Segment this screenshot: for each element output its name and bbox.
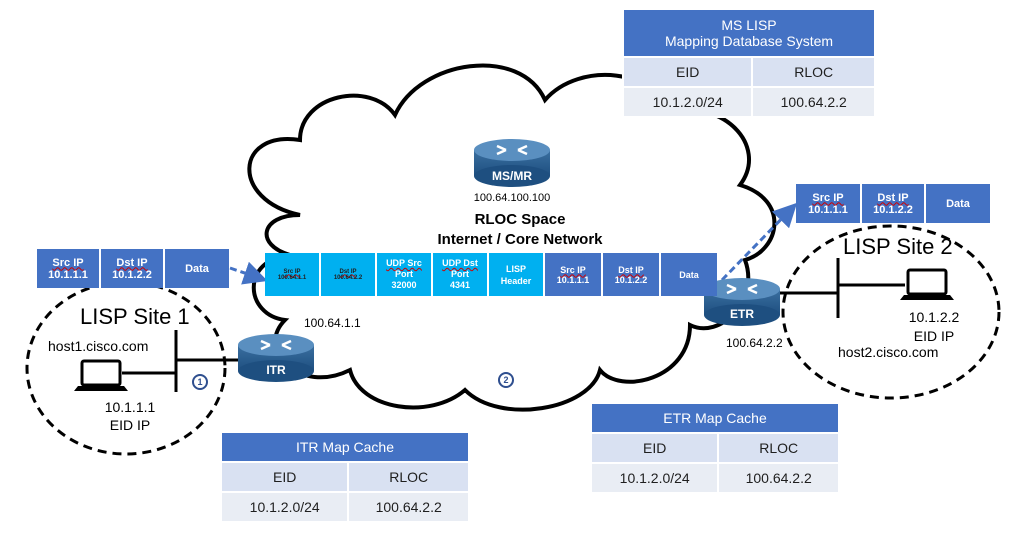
udp-src-label: UDP Src: [386, 258, 422, 268]
ms-table-rloc: 100.64.2.2: [753, 88, 874, 116]
lisp-site-2-boundary: [781, 224, 1001, 400]
ms-table-eid: 10.1.2.0/24: [624, 88, 752, 116]
outer-src-ip: Src IP 100.64.1.1: [265, 253, 321, 296]
packet-original: Src IP 10.1.1.1 Dst IP 10.1.2.2 Data: [37, 249, 229, 288]
packet-data: Data: [926, 184, 990, 223]
packet-src-ip: Src IP 10.1.1.1: [37, 249, 101, 288]
step-1-marker: 1: [192, 374, 208, 390]
step-2-marker: 2: [498, 372, 514, 388]
site1-ip: 10.1.1.1: [104, 399, 156, 415]
udp-dst-port: UDP Dst Port 4341: [433, 253, 489, 296]
packet-src-ip: Src IP 10.1.1.1: [796, 184, 862, 223]
cloud-title: RLOC Space: [474, 211, 566, 228]
packet-decapsulated: Src IP 10.1.1.1 Dst IP 10.1.2.2 Data: [796, 184, 990, 223]
etr-map-cache-table: ETR Map Cache EID RLOC 10.1.2.0/24 100.6…: [590, 402, 840, 494]
itr-router-label: ITR: [266, 363, 286, 377]
itr-router-ip: 100.64.1.1: [304, 316, 361, 330]
packet-src-label: Src IP: [812, 191, 844, 204]
cloud-subtitle: Internet / Core Network: [437, 231, 603, 248]
lisp-header: LISP Header: [489, 253, 545, 296]
packet-dst-value: 10.1.2.2: [112, 268, 152, 281]
lisp-header-label-2: Header: [500, 275, 532, 286]
itr-table-rloc: 100.64.2.2: [349, 493, 468, 521]
laptop-icon: [74, 359, 128, 391]
packet-data: Data: [165, 249, 229, 288]
ms-mapping-table: MS LISP Mapping Database System EID RLOC…: [622, 8, 876, 118]
inner-src-label: Src IP: [560, 264, 586, 275]
packet-dst-label: Dst IP: [116, 256, 148, 269]
inner-src-ip: Src IP 10.1.1.1: [545, 253, 603, 296]
etr-router-label: ETR: [730, 307, 754, 321]
packet-src-value: 10.1.1.1: [808, 203, 848, 216]
packet-encapsulated: Src IP 100.64.1.1 Dst IP 100.64.2.2 UDP …: [265, 253, 717, 296]
itr-table-col-eid: EID: [222, 463, 348, 491]
packet-src-value: 10.1.1.1: [48, 268, 88, 281]
udp-dst-label-2: Port: [451, 269, 469, 279]
site2-title: LISP Site 2: [843, 234, 953, 259]
packet-dst-value: 10.1.2.2: [873, 203, 913, 216]
ms-table-col-eid: EID: [624, 58, 752, 86]
etr-table-eid: 10.1.2.0/24: [592, 464, 718, 492]
etr-table-col-rloc: RLOC: [719, 434, 838, 462]
encap-data: Data: [661, 253, 717, 296]
router-icon: [474, 139, 550, 187]
udp-src-label-2: Port: [395, 269, 413, 279]
itr-table-col-rloc: RLOC: [349, 463, 468, 491]
inner-src-value: 10.1.1.1: [556, 274, 590, 285]
msmr-router-label: MS/MR: [492, 169, 532, 183]
udp-dst-label: UDP Dst: [442, 258, 478, 268]
etr-table-rloc: 100.64.2.2: [719, 464, 838, 492]
site2-ip: 10.1.2.2: [908, 309, 960, 325]
ms-table-title-line2: Mapping Database System: [664, 33, 834, 49]
lisp-header-label: LISP: [505, 263, 526, 274]
udp-src-port: UDP Src Port 32000: [377, 253, 433, 296]
arrow-to-encap: [229, 261, 268, 285]
site2-hostname: host2.cisco.com: [838, 344, 939, 360]
itr-map-cache-table: ITR Map Cache EID RLOC 10.1.2.0/24 100.6…: [220, 431, 470, 523]
site1-eid-label: EID IP: [109, 417, 151, 433]
itr-table-eid: 10.1.2.0/24: [222, 493, 348, 521]
udp-src-value: 32000: [391, 280, 417, 290]
outer-dst-ip: Dst IP 100.64.2.2: [321, 253, 377, 296]
site2-eid-label: EID IP: [913, 328, 955, 344]
ms-table-title-line1: MS LISP: [721, 17, 777, 33]
router-icon: [238, 334, 314, 382]
packet-dst-ip: Dst IP 10.1.2.2: [101, 249, 165, 288]
itr-table-title: ITR Map Cache: [222, 433, 468, 461]
outer-src-value: 100.64.1.1: [277, 274, 307, 281]
laptop-icon: [900, 268, 954, 300]
udp-dst-value: 4341: [449, 280, 471, 290]
outer-src-label: Src IP: [283, 268, 301, 275]
packet-dst-ip: Dst IP 10.1.2.2: [862, 184, 926, 223]
cloud-label: RLOC Space Internet / Core Network: [400, 210, 640, 250]
router-icon: [704, 278, 780, 326]
etr-table-col-eid: EID: [592, 434, 718, 462]
inner-dst-label: Dst IP: [618, 264, 644, 275]
inner-dst-value: 10.1.2.2: [614, 274, 648, 285]
site1-hostname: host1.cisco.com: [48, 338, 149, 354]
outer-dst-value: 100.64.2.2: [333, 274, 363, 281]
msmr-router-ip: 100.64.100.100: [473, 192, 551, 204]
packet-dst-label: Dst IP: [877, 191, 909, 204]
etr-table-title: ETR Map Cache: [592, 404, 838, 432]
outer-dst-label: Dst IP: [339, 268, 357, 275]
inner-dst-ip: Dst IP 10.1.2.2: [603, 253, 661, 296]
packet-src-label: Src IP: [52, 256, 84, 269]
site1-title: LISP Site 1: [80, 304, 190, 329]
etr-router-ip: 100.64.2.2: [726, 336, 783, 350]
arrow-to-site2: [720, 202, 798, 282]
ms-table-col-rloc: RLOC: [753, 58, 874, 86]
